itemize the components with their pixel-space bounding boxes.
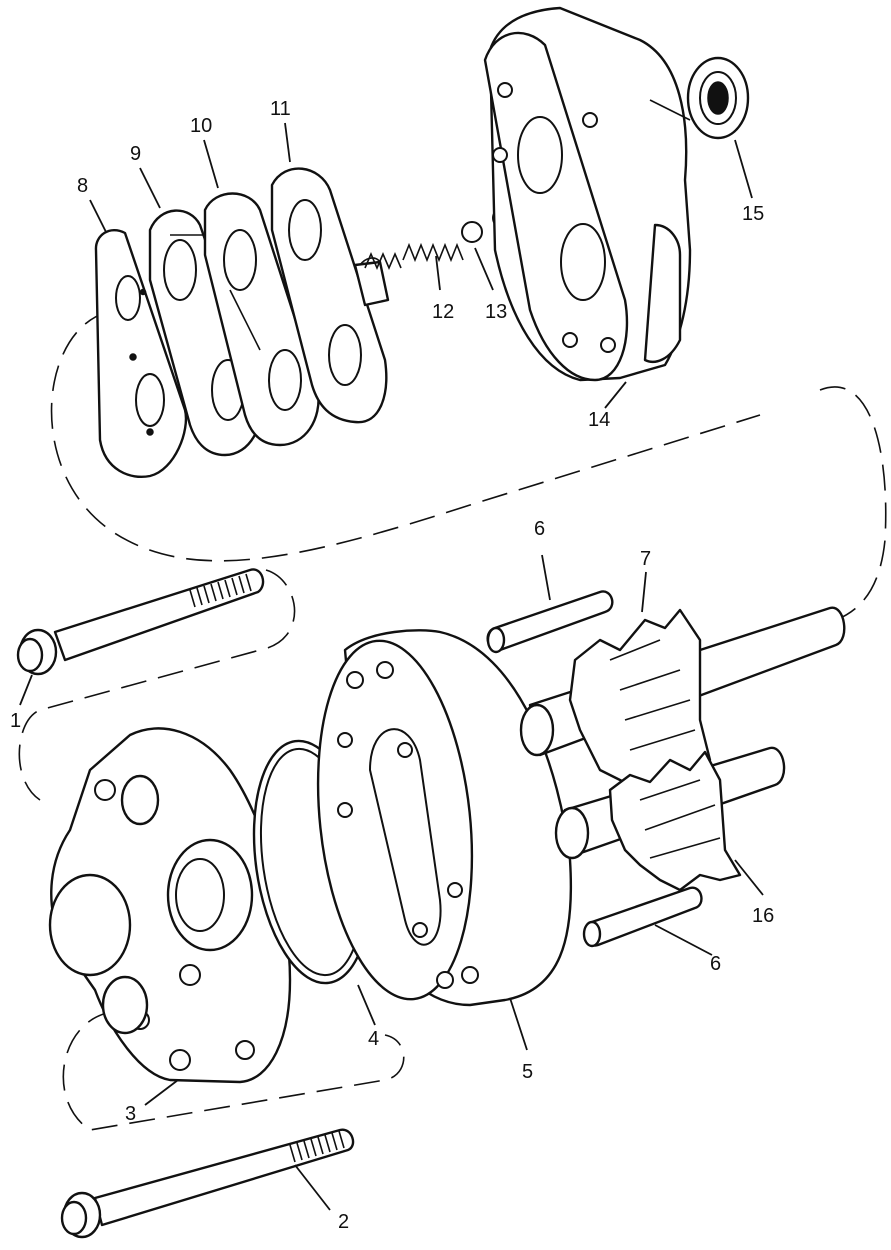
assembly-lines (18, 311, 887, 1131)
callout-12: 12 (432, 301, 454, 323)
housing-14 (483, 6, 692, 382)
callout-2: 2 (338, 1211, 349, 1233)
callout-15: 15 (742, 203, 764, 225)
drive-gear-7 (519, 606, 846, 802)
callout-16: 16 (752, 905, 774, 927)
plate-11 (270, 167, 390, 424)
callout-1: 1 (10, 710, 21, 732)
callout-6-lower: 6 (710, 953, 721, 975)
bolt-1 (16, 568, 265, 676)
driven-gear-16 (554, 746, 786, 892)
callout-13: 13 (485, 301, 507, 323)
plate-10 (203, 192, 320, 447)
callout-9: 9 (130, 143, 141, 165)
callout-10: 10 (190, 115, 212, 137)
callout-4: 4 (368, 1028, 379, 1050)
callout-5: 5 (522, 1061, 533, 1083)
callout-11: 11 (270, 98, 291, 120)
callout-7: 7 (640, 548, 651, 570)
dowel-pin-6-lower (582, 886, 703, 948)
body-5 (316, 629, 573, 1007)
dowel-pin-6-upper (486, 590, 614, 654)
callout-14: 14 (588, 409, 610, 431)
callouts: 1 2 3 4 5 6 6 7 8 9 10 11 12 13 14 15 16 (10, 98, 774, 1233)
spring-12 (364, 242, 464, 271)
callout-6-upper: 6 (534, 518, 545, 540)
leader-lines (19, 122, 764, 1211)
cover-3 (48, 727, 292, 1084)
plate-8 (94, 228, 188, 479)
callout-8: 8 (77, 175, 88, 197)
bearing-15 (686, 56, 750, 140)
bolt-2 (60, 1128, 355, 1239)
callout-3: 3 (125, 1103, 136, 1125)
